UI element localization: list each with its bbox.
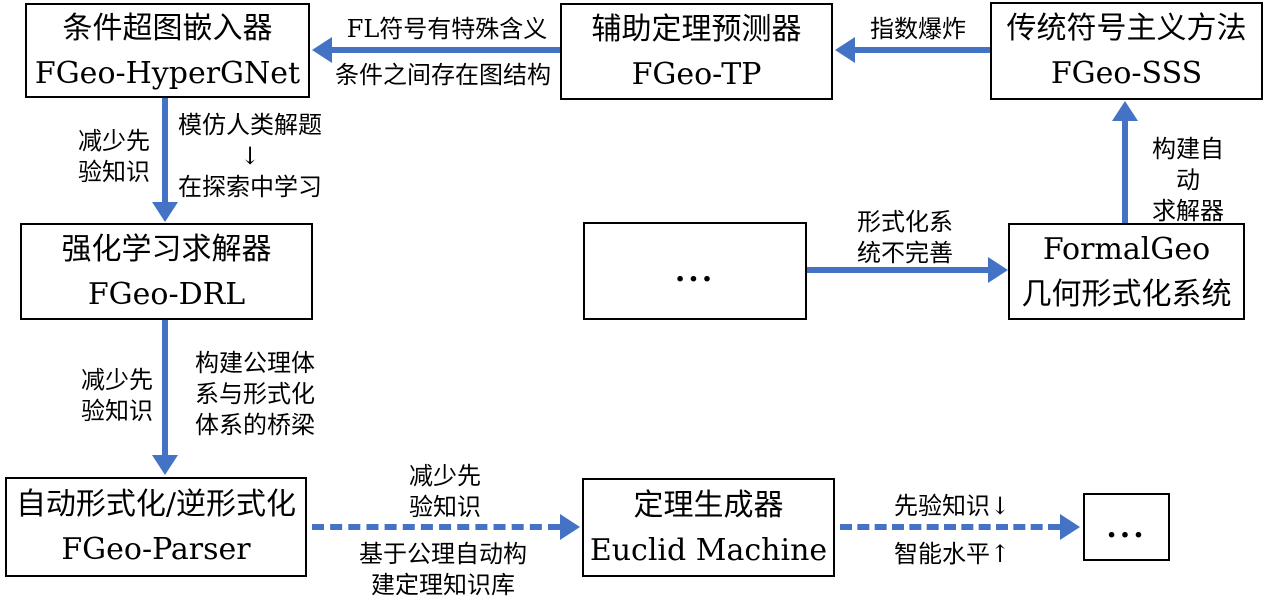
node-fgeo-sss: 传统符号主义方法 FGeo-SSS [990,2,1263,100]
node-subtitle: FGeo-HyperGNet [34,55,301,91]
arrow-hypergnet-to-drl [162,98,168,205]
edge-label-reduce-prior-2: 减少先 验知识 [81,366,153,426]
edge-label-axiom-bridge: 构建公理体 系与形式化 体系的桥梁 [195,349,315,440]
edge-label-reduce-prior-3: 减少先 验知识 [409,462,481,522]
edge-label-prior-knowledge-down: 先验知识↓ [893,492,1011,520]
node-title: 强化学习求解器 [61,231,272,267]
arrowhead-left-icon [312,37,332,63]
node-fgeo-drl: 强化学习求解器 FGeo-DRL [20,223,313,320]
node-ellipsis-middle: ... [583,222,807,320]
edge-label-build-auto-solver: 构建自动 求解器 [1152,135,1224,226]
edge-label-intelligence-up: 智能水平↑ [893,540,1011,568]
edge-label-theorem-knowledge-base: 基于公理自动构 建定理知识库 [359,540,527,600]
arrowhead-right-icon [988,257,1008,283]
arrowhead-right-icon [1060,514,1080,540]
arrowhead-left-icon [835,37,855,63]
node-title: 定理生成器 [633,487,784,523]
arrow-dashed-euclid-to-ellipsis [840,524,1060,530]
node-subtitle: 几何形式化系统 [1021,276,1232,312]
node-subtitle: FGeo-SSS [1050,56,1203,91]
node-subtitle: Euclid Machine [589,532,828,568]
arrowhead-up-icon [1112,101,1138,121]
node-title: 传统符号主义方法 [1006,11,1247,46]
ellipsis-text: ... [1106,509,1147,545]
arrowhead-right-icon [560,514,580,540]
node-title: 辅助定理预测器 [591,11,802,47]
edge-label-reduce-prior-1: 减少先 验知识 [78,127,150,187]
node-title: FormalGeo [1042,231,1211,267]
edge-label-exponential-explosion: 指数爆炸 [870,15,966,43]
node-title: 条件超图嵌入器 [62,10,273,46]
arrow-sss-to-tp [853,47,990,53]
edge-label-imitate-human: 模仿人类解题 ↓ 在探索中学习 [178,111,322,202]
arrowhead-down-icon [152,202,178,222]
node-subtitle: FGeo-Parser [61,532,251,567]
node-ellipsis-end: ... [1083,493,1170,561]
node-formalgeo: FormalGeo 几何形式化系统 [1008,223,1245,320]
node-subtitle: FGeo-DRL [87,276,246,312]
edge-label-graph-structure: 条件之间存在图结构 [335,61,551,89]
arrow-ellipsis-to-formalgeo [807,267,988,273]
ellipsis-text: ... [674,253,716,289]
arrowhead-down-icon [152,455,178,475]
edge-label-formal-system-imperfect: 形式化系 统不完善 [857,208,953,268]
node-fgeo-hypergnet: 条件超图嵌入器 FGeo-HyperGNet [25,3,310,98]
node-euclid-machine: 定理生成器 Euclid Machine [582,478,835,577]
node-subtitle: FGeo-TP [631,56,762,92]
arrow-dashed-parser-to-euclid [312,524,560,530]
node-fgeo-parser: 自动形式化/逆形式化 FGeo-Parser [5,477,307,577]
node-title: 自动形式化/逆形式化 [15,487,297,522]
node-fgeo-tp: 辅助定理预测器 FGeo-TP [560,3,833,100]
arrow-tp-to-hypergnet [330,47,560,53]
arrow-formalgeo-to-sss [1122,120,1128,223]
arrow-drl-to-parser [162,320,168,457]
edge-label-fl-symbols: FL符号有特殊含义 [346,15,548,43]
